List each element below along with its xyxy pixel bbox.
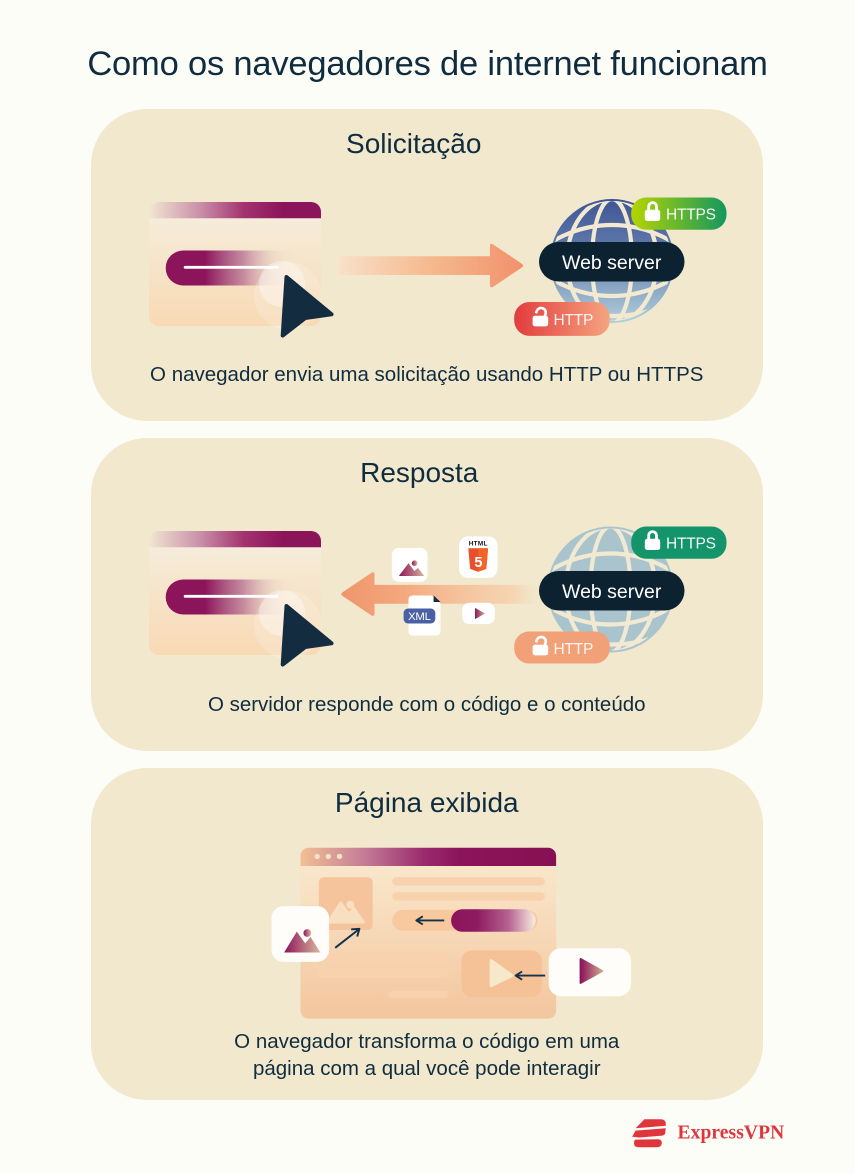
svg-text:5: 5 <box>474 555 482 571</box>
svg-text:HTTP: HTTP <box>553 312 593 329</box>
svg-text:HTML: HTML <box>468 541 487 548</box>
svg-text:HTTPS: HTTPS <box>666 206 716 223</box>
svg-text:Web server: Web server <box>562 252 662 274</box>
svg-text:HTTP: HTTP <box>553 641 593 658</box>
svg-text:ExpressVPN: ExpressVPN <box>678 1123 785 1144</box>
svg-text:Web server: Web server <box>562 581 662 603</box>
svg-text:XML: XML <box>408 611 431 623</box>
svg-text:HTTPS: HTTPS <box>666 536 716 553</box>
